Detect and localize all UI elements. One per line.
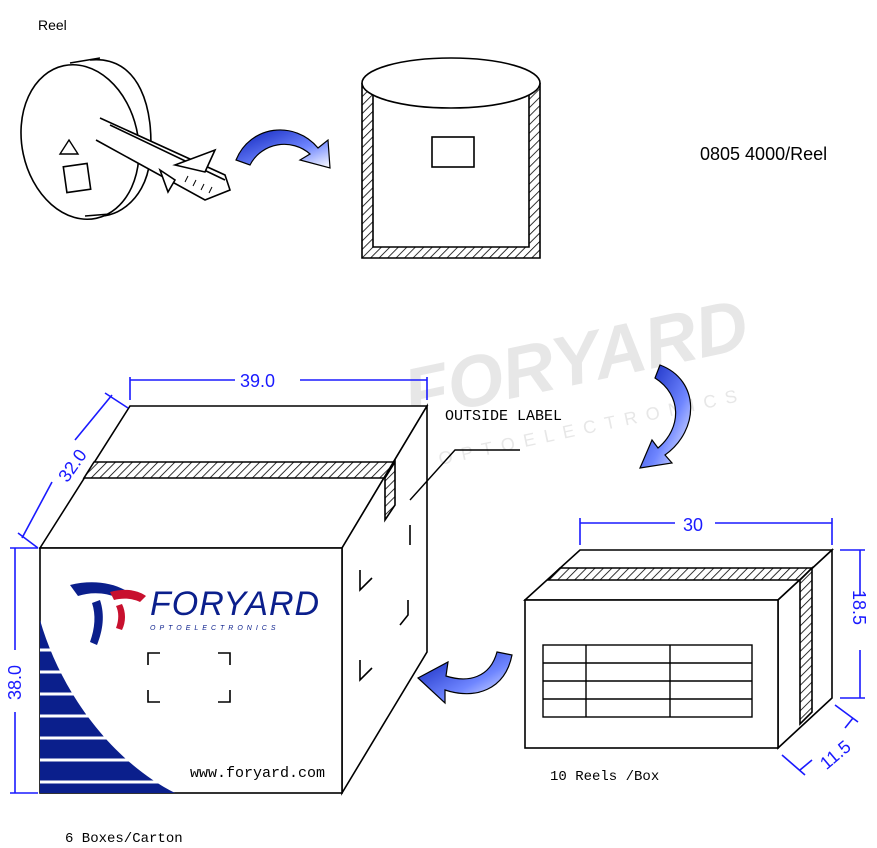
box-height-dim: 18.5 bbox=[849, 590, 869, 625]
carton-side-label bbox=[359, 525, 411, 682]
logo-name: FORYARD bbox=[150, 585, 320, 623]
inner-box bbox=[522, 548, 835, 750]
moisture-bag bbox=[361, 57, 541, 259]
box-caption: 10 Reels /Box bbox=[550, 769, 659, 785]
reel-quantity: 0805 4000/Reel bbox=[700, 144, 827, 164]
carton-website: www.foryard.com bbox=[190, 765, 325, 782]
carton-blue-stripes bbox=[40, 620, 175, 793]
box-depth-dim: 11.5 bbox=[816, 736, 855, 773]
flow-arrow-label bbox=[639, 364, 692, 469]
reel-label: Reel bbox=[38, 17, 67, 33]
flow-arrow-reel-to-bag bbox=[235, 129, 331, 169]
box-label-table bbox=[542, 644, 753, 718]
foryard-logo: FORYARD OPTOELECTRONICS bbox=[70, 582, 320, 645]
box-dimension-lines bbox=[579, 518, 865, 776]
outside-label-text: OUTSIDE LABEL bbox=[445, 408, 562, 425]
outside-label-pointer bbox=[409, 449, 520, 501]
reel-drawing bbox=[20, 57, 231, 221]
carton-height-dim: 38.0 bbox=[5, 665, 25, 700]
carton-width-dim: 39.0 bbox=[240, 371, 275, 391]
carton-dimension-lines bbox=[10, 377, 428, 794]
carton-label-area bbox=[147, 652, 231, 703]
logo-tagline: OPTOELECTRONICS bbox=[150, 625, 280, 632]
flow-arrow-box-to-carton bbox=[416, 651, 513, 705]
box-width-dim: 30 bbox=[683, 515, 703, 535]
carton-caption: 6 Boxes/Carton bbox=[65, 831, 183, 847]
